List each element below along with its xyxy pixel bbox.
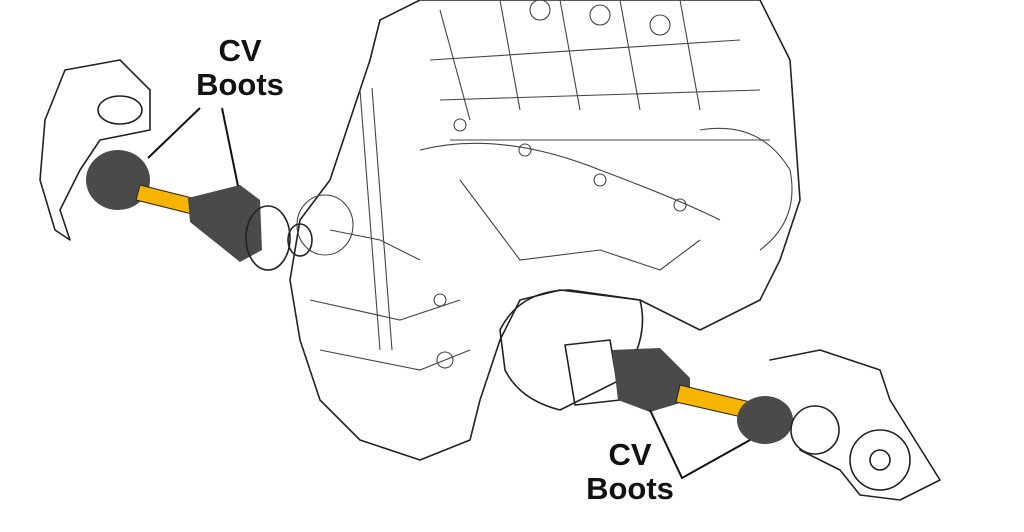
right-outer-cv-boot	[737, 396, 793, 444]
right-inner-cv-boot	[612, 348, 690, 412]
leader-line	[649, 409, 751, 480]
left-axle	[39, 59, 313, 271]
leader-line	[147, 107, 201, 159]
left-inner-cv-boot	[188, 185, 262, 262]
label-line-2: Boots	[196, 67, 284, 102]
label-line-2: Boots	[586, 471, 674, 506]
cv-boots-label-top: CV Boots	[190, 34, 290, 102]
leader-line	[221, 107, 239, 187]
engine-block	[289, 0, 801, 461]
left-outer-cv-boot	[86, 150, 150, 210]
right-axle	[564, 339, 941, 501]
label-line-1: CV	[218, 33, 262, 68]
leader-lines	[147, 107, 751, 480]
transmission-housing	[499, 289, 644, 411]
label-line-1: CV	[608, 437, 652, 472]
cv-boots-label-bottom: CV Boots	[580, 438, 680, 506]
